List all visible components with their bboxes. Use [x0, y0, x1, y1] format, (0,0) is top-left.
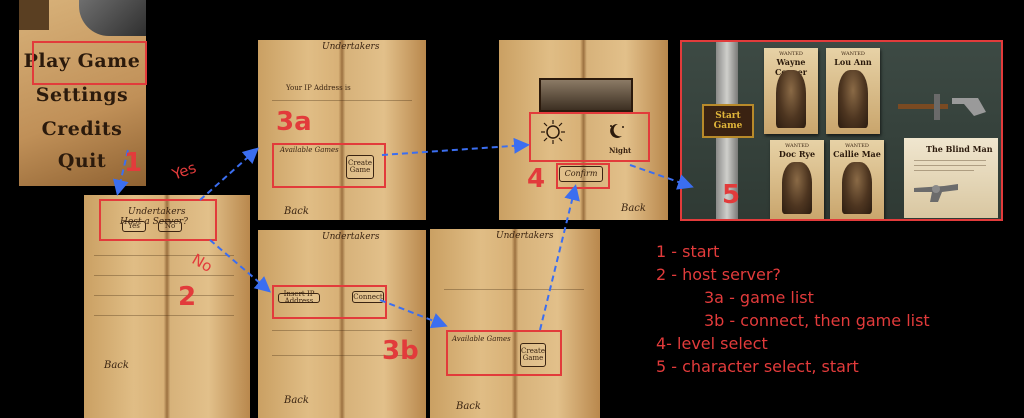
- create-game-button[interactable]: Create Game: [520, 343, 546, 367]
- highlight-available-games: [272, 143, 386, 188]
- character-portrait: [842, 162, 872, 214]
- screen-title: Undertakers: [322, 42, 380, 52]
- menu-credits[interactable]: Credits: [41, 118, 123, 140]
- info-title: The Blind Man: [926, 144, 993, 154]
- legend-item: 3a - game list: [704, 288, 814, 307]
- wanted-label: WANTED: [841, 51, 865, 57]
- ip-address-label: Your IP Address is: [286, 84, 351, 92]
- character-card-wayne-cooper[interactable]: WANTED Wayne Cooper: [764, 48, 818, 134]
- highlight-play-game: [32, 41, 147, 85]
- host-question: Host a Server?: [120, 217, 188, 227]
- character-name: Lou Ann: [834, 57, 872, 67]
- legend: 1 - start 2 - host server? 3a - game lis…: [656, 240, 930, 378]
- screen-title: Undertakers: [496, 231, 554, 241]
- legend-item: 1 - start: [656, 242, 720, 261]
- back-button[interactable]: Back: [621, 203, 646, 214]
- character-name: Doc Rye: [778, 149, 816, 159]
- character-card-callie-mae[interactable]: WANTED Callie Mae: [830, 140, 884, 219]
- highlight-create-game: [446, 330, 562, 376]
- revolver-image: [79, 0, 146, 36]
- back-button[interactable]: Back: [284, 206, 309, 217]
- character-name: Callie Mae: [833, 149, 881, 159]
- screen-title: Undertakers: [322, 232, 380, 242]
- arrow-2-to-3a: [199, 147, 259, 201]
- legend-item: 5 - character select, start: [656, 357, 859, 376]
- legend-item: 4- level select: [656, 334, 768, 353]
- level-select-screen: Night Confirm Back: [499, 40, 668, 220]
- legend-item: 2 - host server?: [656, 265, 781, 284]
- back-button[interactable]: Back: [456, 401, 481, 412]
- character-portrait: [838, 70, 868, 128]
- character-card-doc-rye[interactable]: WANTED Doc Rye: [770, 140, 824, 219]
- level-preview-image: [539, 78, 633, 112]
- menu-settings[interactable]: Settings: [35, 84, 129, 106]
- game-list-screen: Undertakers Your IP Address is Available…: [258, 40, 426, 220]
- highlight-host-question: [99, 199, 217, 241]
- night-label: Night: [609, 146, 632, 155]
- revolver-icon: [912, 180, 960, 206]
- character-select-screen: Start Game WANTED Wayne Cooper WANTED Lo…: [680, 40, 1003, 221]
- highlight-confirm: [556, 163, 610, 189]
- character-card-lou-ann[interactable]: WANTED Lou Ann: [826, 48, 880, 134]
- wanted-label: WANTED: [779, 51, 803, 57]
- tools-image: [894, 90, 990, 122]
- connect-screen: Undertakers Insert IP Address Connect Ba…: [258, 230, 426, 418]
- wanted-label: WANTED: [785, 143, 809, 149]
- moon-icon[interactable]: [606, 122, 626, 140]
- back-button[interactable]: Back: [104, 360, 129, 371]
- create-game-button[interactable]: Create Game: [346, 155, 374, 179]
- legend-item: 3b - connect, then game list: [704, 311, 930, 330]
- step-number-3b: 3b: [382, 336, 419, 366]
- step-number-1: 1: [124, 148, 143, 178]
- character-portrait: [782, 162, 812, 214]
- screen-title: Undertakers: [128, 207, 186, 217]
- character-portrait: [776, 70, 806, 128]
- menu-quit[interactable]: Quit: [57, 150, 107, 172]
- start-game-button[interactable]: Start Game: [702, 104, 754, 138]
- step-number-3a: 3a: [276, 107, 312, 137]
- game-list-screen-connected: Undertakers Available Games Create Game …: [430, 229, 600, 418]
- character-info-card: The Blind Man: [904, 138, 998, 218]
- wanted-label: WANTED: [845, 143, 869, 149]
- connect-button[interactable]: Connect: [352, 291, 384, 303]
- confirm-button[interactable]: Confirm: [559, 166, 603, 182]
- back-button[interactable]: Back: [284, 395, 309, 406]
- menu-play-game[interactable]: Play Game: [23, 50, 141, 72]
- no-button[interactable]: No: [158, 221, 182, 232]
- sun-icon[interactable]: [541, 120, 565, 144]
- menu-decoration: [19, 0, 49, 30]
- yes-label: Yes: [169, 158, 199, 184]
- step-number-4: 4: [527, 164, 546, 194]
- step-number-5: 5: [722, 180, 741, 210]
- highlight-connect: [272, 285, 387, 319]
- main-menu-screen: Play Game Settings Credits Quit: [19, 0, 146, 186]
- host-server-screen: Undertakers Host a Server? Yes No Back: [84, 195, 250, 418]
- yes-button[interactable]: Yes: [122, 221, 146, 232]
- highlight-level-options: [529, 112, 650, 162]
- available-games-label: Available Games: [280, 146, 339, 154]
- available-games-label: Available Games: [452, 335, 511, 343]
- ip-address-input[interactable]: Insert IP Address: [278, 291, 320, 305]
- step-number-2: 2: [178, 282, 197, 312]
